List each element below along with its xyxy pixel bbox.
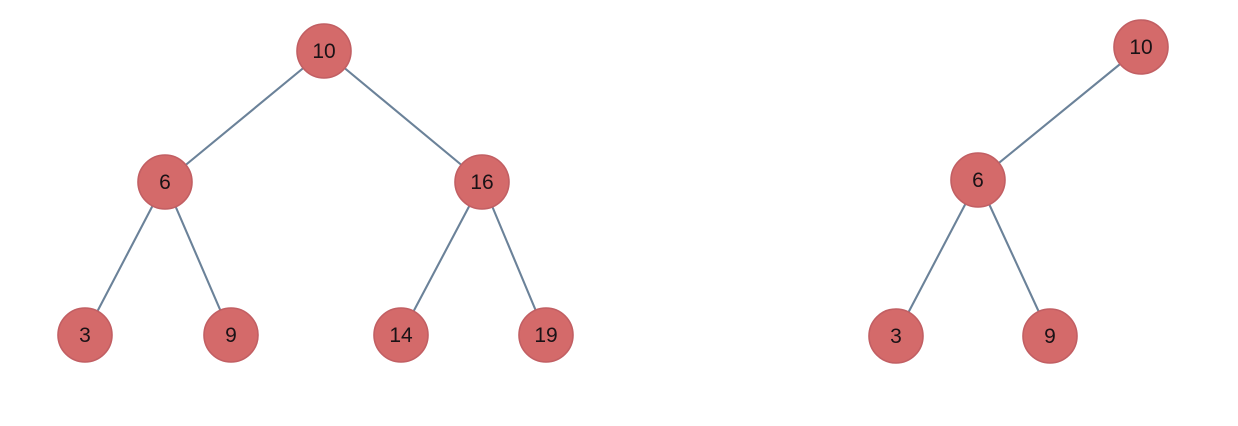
tree-node[interactable]: 3	[868, 308, 924, 364]
tree-node-circle[interactable]	[454, 154, 510, 210]
tree-node[interactable]: 14	[373, 307, 429, 363]
tree-node[interactable]: 6	[950, 152, 1006, 208]
tree-node[interactable]: 9	[203, 307, 259, 363]
nodes-layer: 10 6 16 3 9 14 19 10 6 3 9	[57, 19, 1169, 364]
tree-edge	[399, 180, 484, 337]
tree-edge	[322, 49, 484, 184]
tree-node-circle[interactable]	[518, 307, 574, 363]
tree-edge	[894, 178, 980, 338]
binary-tree-right-edges	[894, 45, 1143, 338]
tree-edge	[83, 180, 167, 337]
tree-node-circle[interactable]	[1022, 308, 1078, 364]
tree-node-circle[interactable]	[203, 307, 259, 363]
binary-tree-right-nodes: 10 6 3 9	[868, 19, 1169, 364]
tree-node-circle[interactable]	[137, 154, 193, 210]
tree-node-circle[interactable]	[296, 23, 352, 79]
tree-node[interactable]: 16	[454, 154, 510, 210]
tree-node-circle[interactable]	[373, 307, 429, 363]
tree-edge	[976, 45, 1143, 182]
tree-node-circle[interactable]	[57, 307, 113, 363]
tree-node-circle[interactable]	[950, 152, 1006, 208]
tree-node-circle[interactable]	[1113, 19, 1169, 75]
tree-node[interactable]: 10	[1113, 19, 1169, 75]
binary-tree-left-nodes: 10 6 16 3 9 14 19	[57, 23, 574, 363]
tree-node[interactable]: 9	[1022, 308, 1078, 364]
tree-node[interactable]: 3	[57, 307, 113, 363]
tree-node[interactable]: 6	[137, 154, 193, 210]
tree-edge	[976, 178, 1052, 338]
tree-node-circle[interactable]	[868, 308, 924, 364]
tree-edge	[163, 49, 326, 184]
tree-node[interactable]: 10	[296, 23, 352, 79]
tree-node[interactable]: 19	[518, 307, 574, 363]
